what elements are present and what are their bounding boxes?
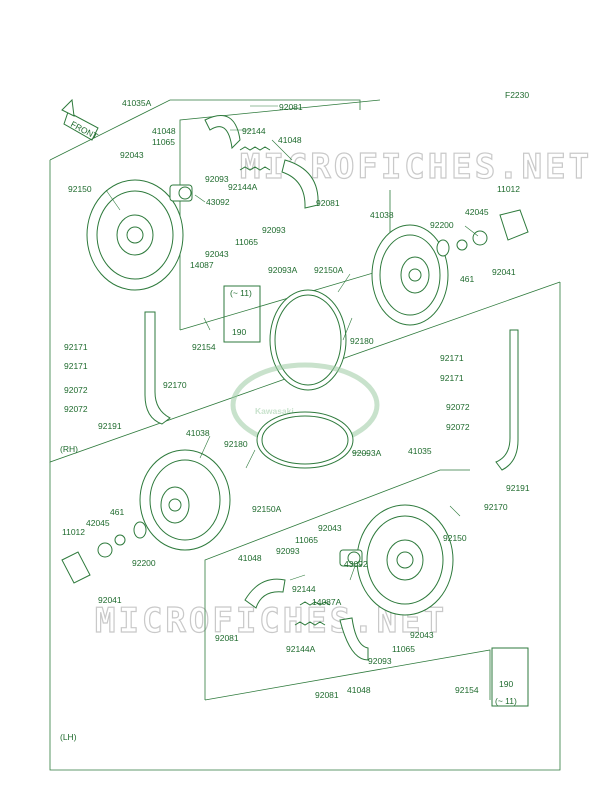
part-note-up-to-11: (~ 11)	[230, 288, 252, 298]
lh-label: (LH)	[60, 732, 77, 742]
part-14087: 14087	[190, 260, 214, 270]
lh-drum-seal	[256, 411, 354, 469]
part-41048: 41048	[347, 685, 371, 695]
part-92144: 92144	[292, 584, 316, 594]
part-92093: 92093	[205, 174, 229, 184]
part-92144a: 92144A	[286, 644, 316, 654]
part-92171: 92171	[64, 361, 88, 371]
lh-hub-parts	[61, 521, 147, 584]
part-92093: 92093	[276, 546, 300, 556]
rh-cable	[144, 311, 171, 425]
part-92200: 92200	[132, 558, 156, 568]
part-92043: 92043	[410, 630, 434, 640]
part-92150a: 92150A	[252, 504, 282, 514]
part-92171: 92171	[440, 373, 464, 383]
rh-brake-shoe-lower	[281, 159, 319, 209]
part-11012: 11012	[62, 527, 85, 537]
part-11012: 11012	[497, 184, 520, 194]
part-11065: 11065	[235, 237, 258, 247]
part-41035: 41035	[408, 446, 432, 456]
part-92081: 92081	[316, 198, 340, 208]
part-42045: 42045	[465, 207, 489, 217]
part-92144a: 92144A	[228, 182, 258, 192]
part-92093: 92093	[262, 225, 286, 235]
rh-springs	[239, 146, 271, 171]
lh-brake-shoe-lower	[339, 617, 369, 661]
part-92154: 92154	[455, 685, 479, 695]
logo-text: Kawasaki	[255, 406, 294, 416]
rh-part-labels: 41035A 92081 41048 92144 41048 11065 920…	[60, 98, 520, 454]
part-92191: 92191	[506, 483, 530, 493]
part-92144: 92144	[242, 126, 266, 136]
part-92072: 92072	[64, 404, 88, 414]
panel-outlines	[49, 99, 561, 771]
lh-backing-plate	[356, 504, 454, 616]
part-92150: 92150	[443, 533, 467, 543]
part-92043: 92043	[205, 249, 229, 259]
part-11065: 11065	[392, 644, 415, 654]
lh-note-box	[491, 647, 529, 707]
lh-springs	[294, 601, 331, 626]
part-41038: 41038	[186, 428, 210, 438]
part-92170: 92170	[163, 380, 187, 390]
part-92170: 92170	[484, 502, 508, 512]
part-41048: 41048	[238, 553, 262, 563]
part-92093: 92093	[368, 656, 392, 666]
part-92093a: 92093A	[268, 265, 298, 275]
part-11065: 11065	[152, 137, 175, 147]
part-92171: 92171	[440, 353, 464, 363]
part-note-up-to-11: (~ 11)	[495, 696, 517, 706]
part-42045: 42045	[86, 518, 110, 528]
lh-cable	[495, 329, 519, 471]
rh-leader-lines	[105, 105, 479, 341]
part-11065: 11065	[295, 535, 318, 545]
part-92200: 92200	[430, 220, 454, 230]
rh-label: (RH)	[60, 444, 78, 454]
part-41038: 41038	[370, 210, 394, 220]
part-92081: 92081	[315, 690, 339, 700]
part-92043: 92043	[120, 150, 144, 160]
part-41035a: 41035A	[122, 98, 152, 108]
part-92072: 92072	[446, 422, 470, 432]
part-41048: 41048	[152, 126, 176, 136]
rh-brake-cam	[169, 184, 193, 202]
part-92154: 92154	[192, 342, 216, 352]
lh-brake-cam	[339, 549, 363, 567]
rh-backing-plate	[86, 179, 184, 291]
part-92093a: 92093A	[352, 448, 382, 458]
part-92150: 92150	[68, 184, 92, 194]
rh-brake-shoe-upper	[204, 115, 241, 150]
rh-note-box	[223, 285, 261, 343]
part-43092: 43092	[344, 559, 368, 569]
part-461: 461	[460, 274, 474, 284]
part-92072: 92072	[64, 385, 88, 395]
part-92043: 92043	[318, 523, 342, 533]
part-190: 190	[499, 679, 513, 689]
rh-brake-drum	[371, 224, 449, 326]
lh-brake-shoe-upper	[244, 578, 286, 609]
part-43092: 43092	[206, 197, 230, 207]
front-arrow-icon: FRONT	[61, 98, 100, 142]
part-92081: 92081	[279, 102, 303, 112]
lh-brake-drum	[139, 449, 231, 551]
part-92150a: 92150A	[314, 265, 344, 275]
part-92191: 92191	[98, 421, 122, 431]
part-92171: 92171	[64, 342, 88, 352]
rh-drum-seal	[269, 289, 347, 391]
part-92180: 92180	[224, 439, 248, 449]
part-190: 190	[232, 327, 246, 337]
part-92180: 92180	[350, 336, 374, 346]
lh-leader-lines	[199, 435, 461, 581]
part-92041: 92041	[492, 267, 516, 277]
lh-part-labels: 92171 92171 92072 92072 41038 92180 9209…	[60, 353, 530, 742]
part-92041: 92041	[98, 595, 122, 605]
rh-hub-parts	[436, 209, 529, 257]
part-461: 461	[110, 507, 124, 517]
part-92072: 92072	[446, 402, 470, 412]
figure-code: F2230	[505, 90, 529, 100]
part-14087a: 14087A	[312, 597, 342, 607]
part-92081: 92081	[215, 633, 239, 643]
part-41048: 41048	[278, 135, 302, 145]
